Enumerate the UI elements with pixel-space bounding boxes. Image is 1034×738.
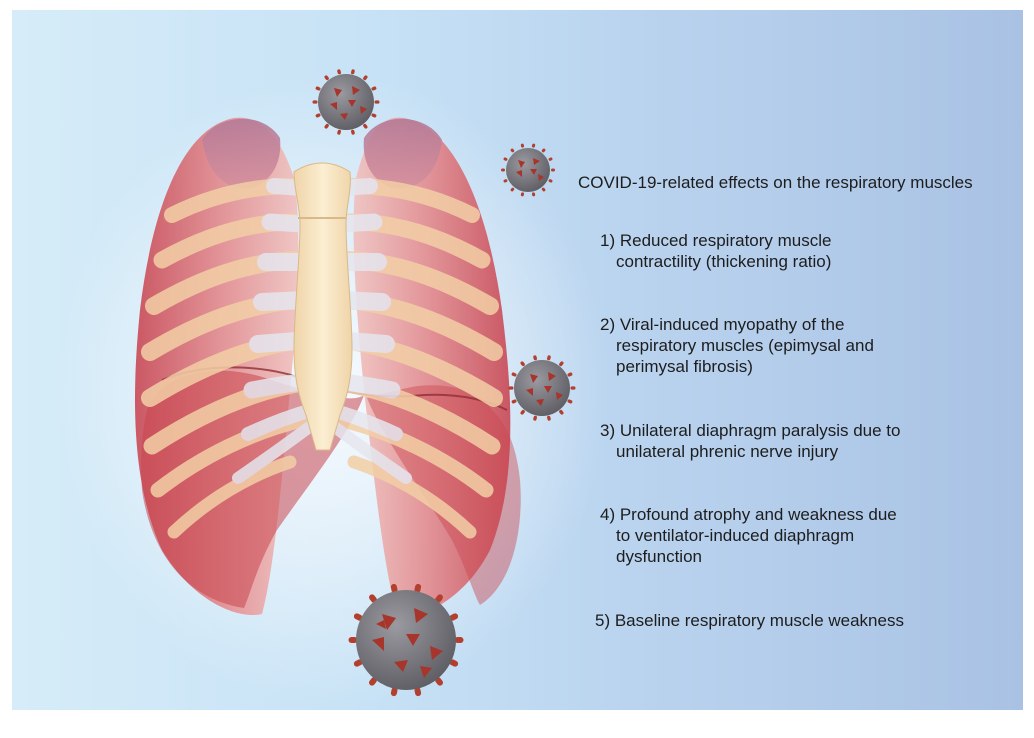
- effect-4-line-2: to ventilator-induced diaphragm: [600, 525, 897, 546]
- effect-item-5: 5) Baseline respiratory muscle weakness: [595, 610, 904, 631]
- effect-5-line-1: 5) Baseline respiratory muscle weakness: [595, 611, 904, 630]
- effect-4-line-1: 4) Profound atrophy and weakness due: [600, 505, 897, 524]
- effect-1-line-2: contractility (thickening ratio): [600, 251, 831, 272]
- effect-3-line-2: unilateral phrenic nerve injury: [600, 441, 901, 462]
- figure-heading: COVID-19-related effects on the respirat…: [578, 172, 973, 194]
- figure-panel: COVID-19-related effects on the respirat…: [12, 10, 1023, 710]
- virus-icon: [312, 69, 379, 135]
- effect-item-2: 2) Viral-induced myopathy of the respira…: [600, 314, 874, 377]
- effect-1-line-1: 1) Reduced respiratory muscle: [600, 231, 831, 250]
- effect-2-line-3: perimysal fibrosis): [600, 356, 874, 377]
- effect-3-line-1: 3) Unilateral diaphragm paralysis due to: [600, 421, 901, 440]
- sternum: [294, 163, 352, 450]
- effect-2-line-2: respiratory muscles (epimysal and: [600, 335, 874, 356]
- effect-item-4: 4) Profound atrophy and weakness due to …: [600, 504, 897, 567]
- virus-icon: [508, 355, 575, 421]
- effect-item-1: 1) Reduced respiratory muscle contractil…: [600, 230, 831, 272]
- effect-4-line-3: dysfunction: [600, 546, 897, 567]
- virus-icon: [501, 143, 555, 196]
- effect-item-3: 3) Unilateral diaphragm paralysis due to…: [600, 420, 901, 462]
- effect-2-line-1: 2) Viral-induced myopathy of the: [600, 315, 844, 334]
